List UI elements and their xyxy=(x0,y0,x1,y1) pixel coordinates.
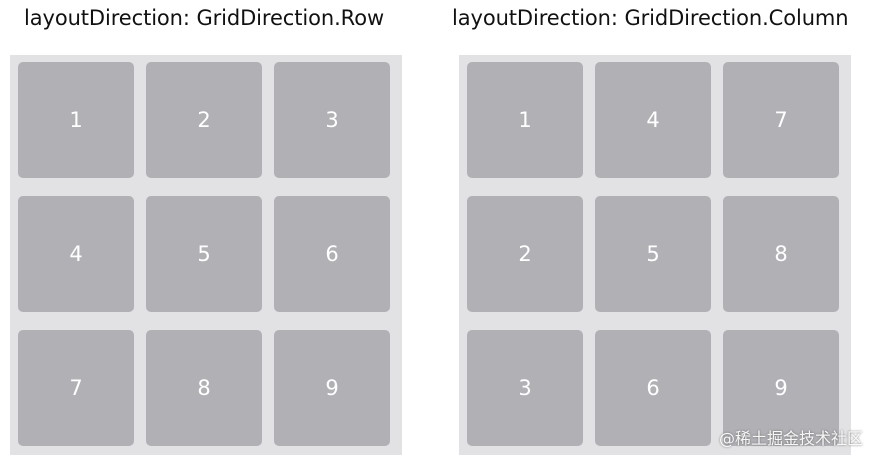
grid-item: 5 xyxy=(595,196,711,312)
grid-item: 4 xyxy=(595,62,711,178)
grid-item: 1 xyxy=(18,62,134,178)
grid-item: 8 xyxy=(146,330,262,446)
grid-item: 1 xyxy=(467,62,583,178)
grid-item: 2 xyxy=(467,196,583,312)
grid-item: 5 xyxy=(146,196,262,312)
grid-item: 4 xyxy=(18,196,134,312)
grid-item: 3 xyxy=(467,330,583,446)
grid-item: 6 xyxy=(595,330,711,446)
grid-item: 3 xyxy=(274,62,390,178)
row-direction-title: layoutDirection: GridDirection.Row xyxy=(24,6,385,30)
grid-item: 7 xyxy=(18,330,134,446)
row-direction-grid: 1 2 3 4 5 6 7 8 9 xyxy=(10,55,402,455)
grid-item: 2 xyxy=(146,62,262,178)
column-direction-grid: 1 4 7 2 5 8 3 6 9 xyxy=(459,55,851,455)
grid-item: 9 xyxy=(723,330,839,446)
grid-item: 9 xyxy=(274,330,390,446)
grid-item: 6 xyxy=(274,196,390,312)
grid-item: 7 xyxy=(723,62,839,178)
watermark: @稀土掘金技术社区 xyxy=(718,429,863,448)
column-direction-title: layoutDirection: GridDirection.Column xyxy=(452,6,849,30)
grid-item: 8 xyxy=(723,196,839,312)
